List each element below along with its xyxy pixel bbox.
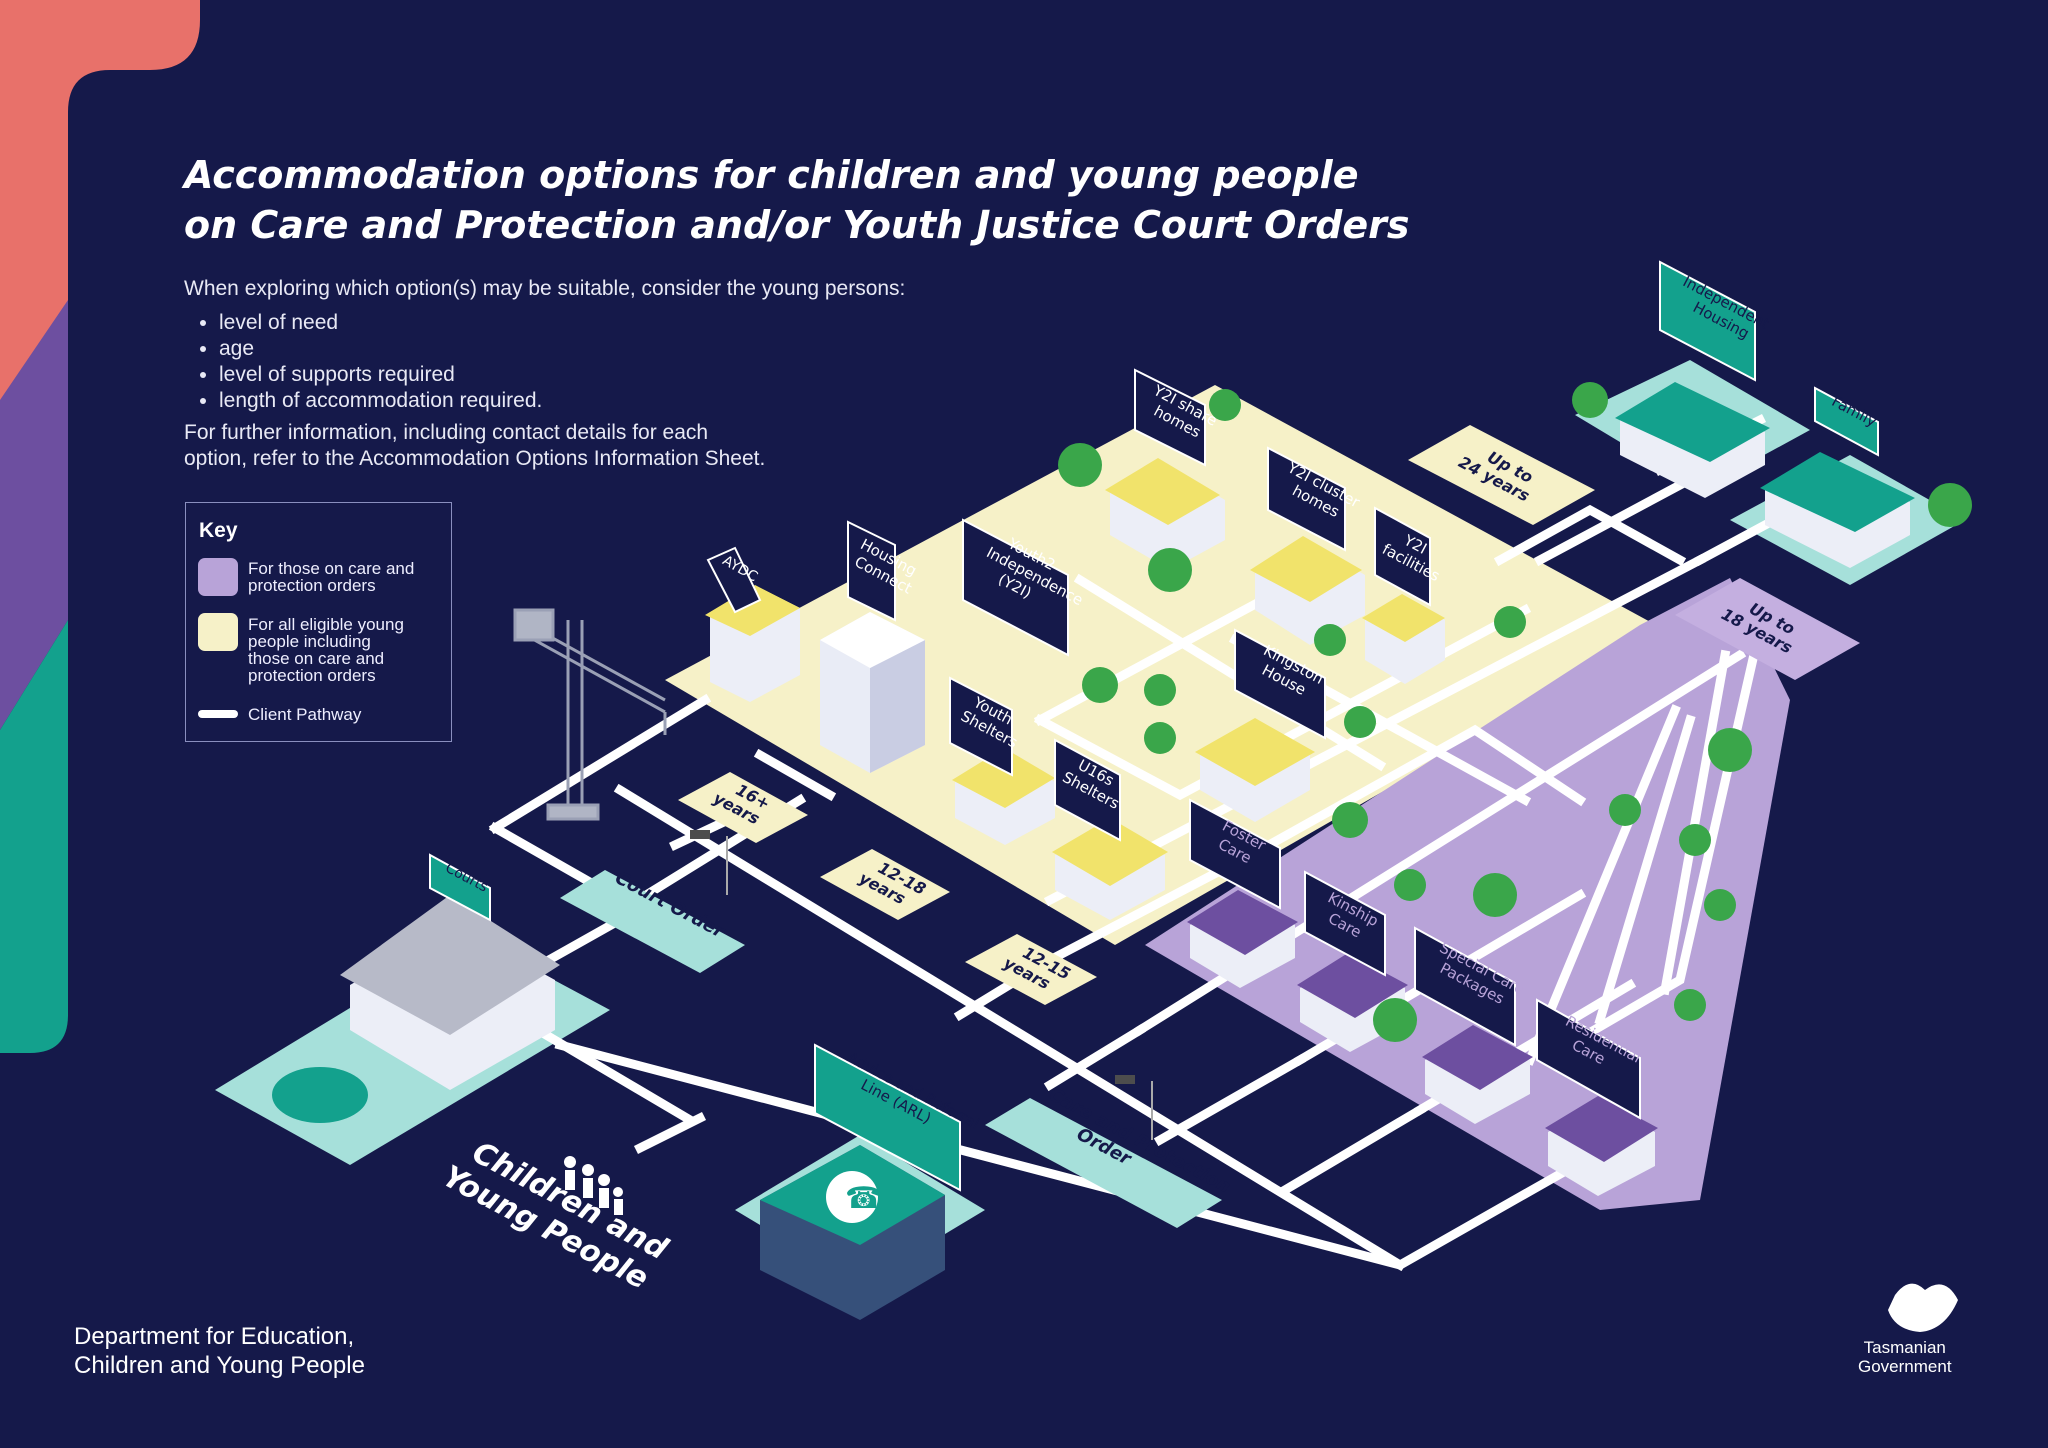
building-arl: ☎	[760, 1145, 945, 1320]
scales-icon	[272, 1067, 368, 1123]
bullet-supports: level of supports required	[219, 362, 984, 388]
decorative-side-band	[0, 0, 200, 1053]
house-y2i-facilities	[1362, 594, 1445, 684]
further-info-l1: For further information, including conta…	[184, 421, 709, 444]
tasmanian-government-logo	[1888, 1283, 1958, 1332]
house-residential	[1545, 1096, 1658, 1196]
children-icon	[564, 1156, 623, 1215]
house-aydc	[705, 585, 800, 702]
crane	[513, 608, 667, 821]
house-family	[1760, 452, 1915, 568]
consideration-list: level of need age level of supports requ…	[184, 310, 984, 414]
building-courts	[272, 895, 560, 1123]
house-special-care	[1422, 1025, 1533, 1124]
tag-residential: ResidentialCare	[1536, 998, 1644, 1120]
teal-family-pads	[1575, 360, 1965, 585]
svg-text:☎: ☎	[845, 1181, 882, 1216]
age-16-plus: 16+years	[678, 772, 808, 843]
cream-zone	[665, 385, 1665, 945]
traffic-light-2	[1115, 1075, 1153, 1140]
government-label: Tasmanian Government	[1858, 1338, 1952, 1376]
key-swatch-pathway	[198, 710, 238, 718]
house-foster	[1187, 890, 1298, 988]
age-up-to-24: Up to24 years	[1408, 425, 1595, 525]
house-y2i-share	[1105, 458, 1225, 570]
bullet-length: length of accommodation required.	[219, 388, 984, 414]
key-title: Key	[199, 519, 238, 542]
title-line-1: Accommodation options for children and y…	[184, 153, 1359, 197]
house-y2i-cluster	[1250, 536, 1365, 645]
tag-family: Family	[1814, 386, 1880, 457]
house-kingston	[1195, 718, 1315, 822]
traffic-light-1	[690, 830, 728, 895]
svg-text:FosterCare: FosterCare	[1211, 817, 1270, 871]
house-u16s	[1052, 818, 1168, 920]
title-line-2: on Care and Protection and/or Youth Just…	[184, 203, 1410, 247]
phone-icon	[826, 1171, 878, 1223]
bullet-need: level of need	[219, 310, 984, 336]
intro-text: When exploring which option(s) may be su…	[184, 276, 984, 472]
building-housing-connect	[820, 612, 925, 773]
tag-y2i-facilities: Y2Ifacilities	[1374, 506, 1443, 607]
tag-foster: FosterCare	[1189, 798, 1281, 910]
bullet-age: age	[219, 336, 984, 362]
house-independent	[1615, 382, 1770, 498]
tag-aydc: AYDC	[706, 546, 762, 614]
key-swatch-cream	[198, 613, 238, 651]
label-court-order-box: Court Order	[560, 867, 745, 973]
age-12-18: 12-18years	[820, 849, 950, 920]
label-care-order-box: Care and ProtectionOrder	[985, 1084, 1234, 1228]
department-name: Department for Education, Children and Y…	[74, 1323, 365, 1379]
tag-independent-housing: IndependentHousing	[1659, 260, 1772, 382]
trees	[1058, 382, 1972, 1042]
key-label-pathway: Client Pathway	[248, 705, 362, 724]
house-youth-shelters	[952, 748, 1055, 845]
further-info-l2: option, refer to the Accommodation Optio…	[184, 447, 766, 470]
intro-lead: When exploring which option(s) may be su…	[184, 277, 906, 300]
page-title: Accommodation options for children and y…	[184, 150, 1410, 250]
key-swatch-purple	[198, 558, 238, 596]
